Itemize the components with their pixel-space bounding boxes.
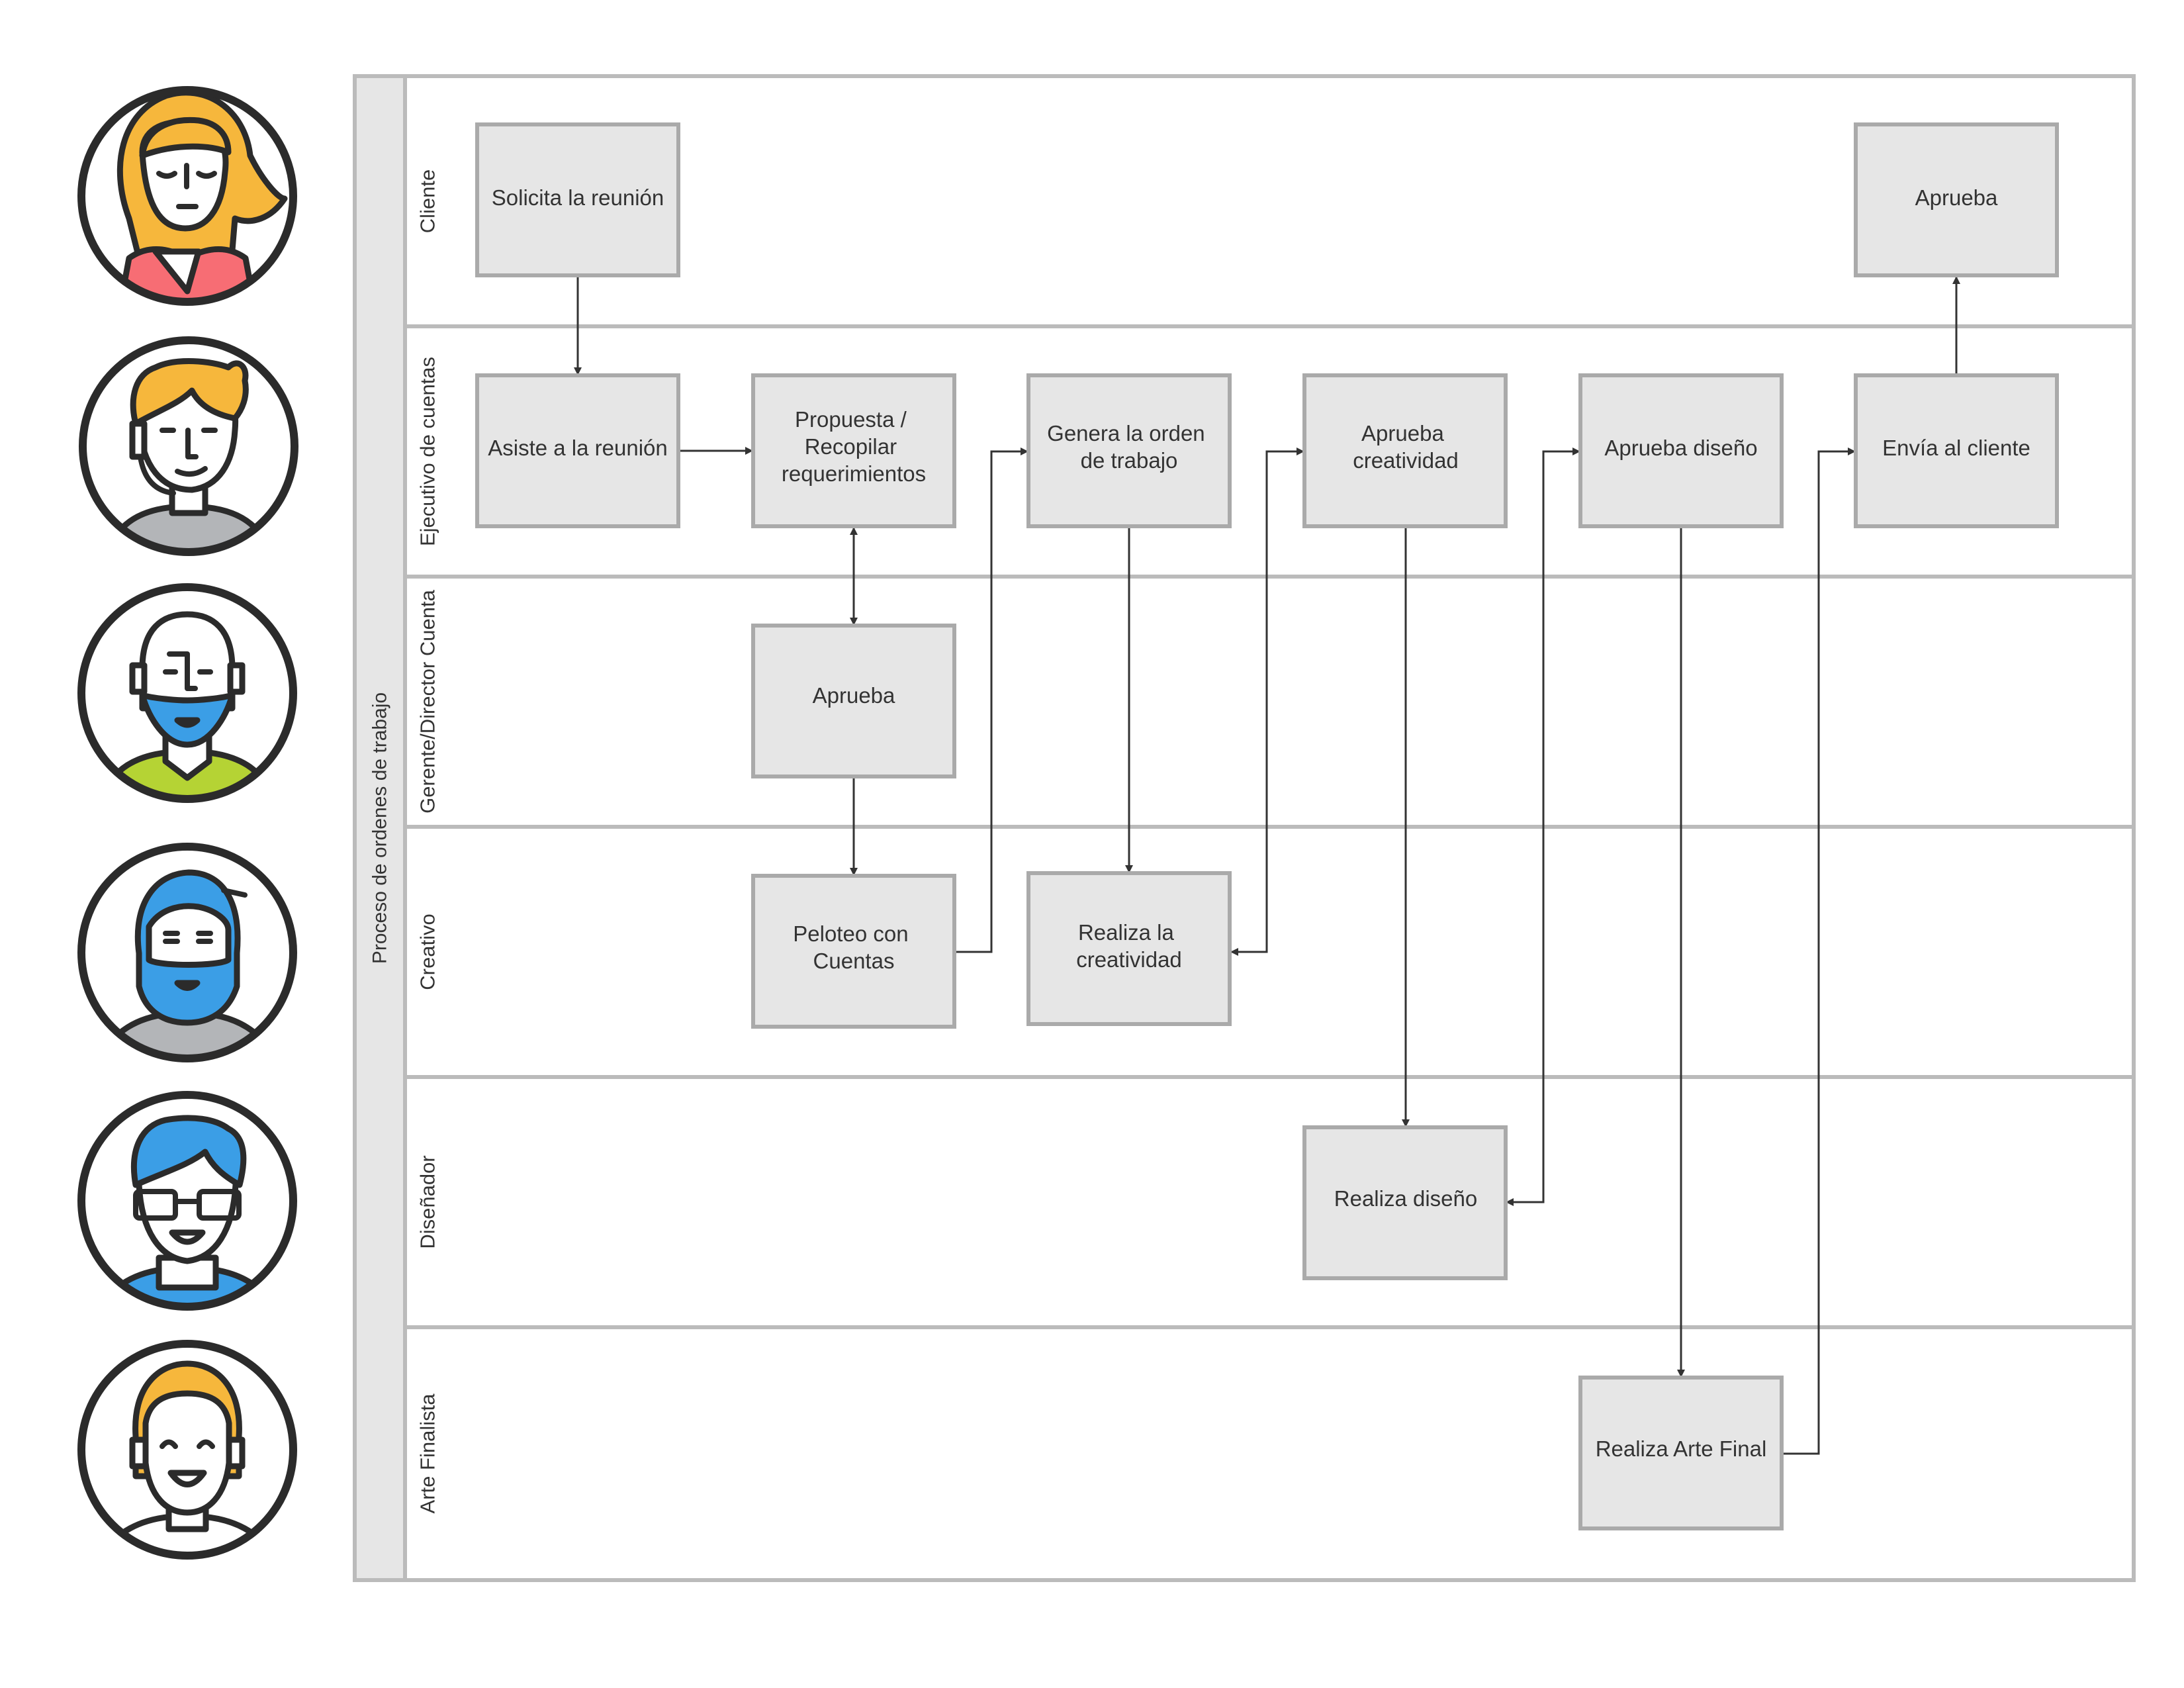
node-propuesta[interactable]: Propuesta / Recopilar requerimientos (751, 373, 956, 528)
node-realiza-creatividad-box (1026, 871, 1232, 1026)
node-realiza-diseno-label: Realiza diseño (1334, 1186, 1477, 1211)
bearded-man-blue-avatar-icon (77, 843, 297, 1062)
node-propuesta-label: Propuesta / Recopilar requerimientos (782, 407, 926, 486)
node-realiza-creatividad-line-2: creatividad (1076, 947, 1182, 972)
node-aprueba-diseno[interactable]: Aprueba diseño (1578, 373, 1784, 528)
connectors (574, 276, 1960, 1455)
node-aprueba-creatividad-label: Aprueba creatividad (1353, 421, 1459, 473)
node-aprueba-cliente-label: Aprueba (1915, 185, 1998, 210)
node-realiza-diseno[interactable]: Realiza diseño (1302, 1125, 1508, 1280)
node-realiza-creatividad-line-1: Realiza la (1078, 920, 1175, 945)
avatars (77, 86, 298, 1560)
node-aprueba-cliente[interactable]: Aprueba (1854, 122, 2059, 277)
node-genera-line-2: de trabajo (1081, 448, 1178, 473)
node-asiste-box (475, 373, 680, 528)
node-realiza-creatividad-label: Realiza la creatividad (1076, 920, 1182, 972)
lane-label-cliente: Cliente (416, 169, 439, 234)
node-asiste-line-1: Asiste a la reunión (488, 436, 668, 460)
lane-arte-band (403, 1325, 2136, 1582)
node-aprueba-gerente-line-1: Aprueba (813, 683, 895, 708)
connector-realiza-diseno-aprueba-diseno (1506, 447, 1580, 1206)
man-glasses-avatar-icon (77, 1091, 297, 1311)
node-envia[interactable]: Envía al cliente (1854, 373, 2059, 528)
node-solicita-box (475, 122, 680, 277)
connector-peloteo-genera (954, 447, 1028, 953)
lane-arte: Arte Finalista (403, 1325, 2136, 1582)
node-genera-line-1: Genera la orden (1047, 421, 1205, 445)
connector-realiza-arte-envia (1782, 447, 1856, 1455)
process-nodes: Solicita la reunión Aprueba Asiste a la … (475, 122, 2059, 1530)
node-realiza-arte[interactable]: Realiza Arte Final (1578, 1376, 1784, 1530)
lane-label-disenador: Diseñador (416, 1155, 439, 1248)
avatar-5-hair (130, 1115, 247, 1188)
lane-label-arte: Arte Finalista (416, 1393, 439, 1514)
lane-label-ejecutivo: Ejecutivo de cuentas (416, 357, 439, 546)
woman-blonde-avatar-icon (77, 86, 297, 306)
node-aprueba-creatividad[interactable]: Aprueba creatividad (1302, 373, 1508, 528)
connector-realiza-creatividad-aprueba-creatividad (1230, 447, 1304, 956)
node-aprueba-creatividad-line-1: Aprueba (1361, 421, 1444, 445)
node-aprueba-gerente[interactable]: Aprueba (751, 624, 956, 778)
node-realiza-arte-label: Realiza Arte Final (1596, 1436, 1767, 1461)
node-propuesta-line-3: requerimientos (782, 461, 926, 486)
node-envia-line-1: Envía al cliente (1882, 436, 2030, 460)
node-asiste[interactable]: Asiste a la reunión (475, 373, 680, 528)
node-aprueba-diseno-line-1: Aprueba diseño (1604, 436, 1757, 460)
node-realiza-diseno-box (1302, 1125, 1508, 1280)
node-genera[interactable]: Genera la orden de trabajo (1026, 373, 1232, 528)
node-aprueba-diseno-box (1578, 373, 1784, 528)
node-propuesta-box (751, 373, 956, 528)
node-aprueba-cliente-box (1854, 122, 2059, 277)
node-aprueba-cliente-line-1: Aprueba (1915, 185, 1998, 210)
node-aprueba-creatividad-box (1302, 373, 1508, 528)
node-genera-box (1026, 373, 1232, 528)
node-peloteo[interactable]: Peloteo con Cuentas (751, 874, 956, 1029)
node-envia-box (1854, 373, 2059, 528)
node-peloteo-label: Peloteo con Cuentas (793, 921, 914, 973)
pool-title-bar (353, 74, 407, 1582)
lane-label-creativo: Creativo (416, 914, 439, 990)
node-realiza-creatividad[interactable]: Realiza la creatividad (1026, 871, 1232, 1026)
node-realiza-arte-box (1578, 1376, 1784, 1530)
node-aprueba-creatividad-line-2: creatividad (1353, 448, 1459, 473)
pool-title: Proceso de ordenes de trabajo (369, 692, 391, 964)
node-realiza-diseno-line-1: Realiza diseño (1334, 1186, 1477, 1211)
lane-label-gerente: Gerente/Director Cuenta (416, 589, 439, 813)
woman-smiling-avatar-icon (77, 1340, 297, 1560)
node-propuesta-line-1: Propuesta / (795, 407, 907, 432)
node-solicita[interactable]: Solicita la reunión (475, 122, 680, 277)
bald-bearded-man-avatar-icon (77, 583, 297, 803)
node-peloteo-line-1: Peloteo con (793, 921, 908, 946)
node-aprueba-gerente-label: Aprueba (813, 683, 895, 708)
node-genera-label: Genera la orden de trabajo (1047, 421, 1211, 473)
man-headset-avatar-icon (79, 336, 298, 556)
node-solicita-label: Solicita la reunión (492, 185, 664, 210)
node-solicita-line-1: Solicita la reunión (492, 185, 664, 210)
node-aprueba-diseno-label: Aprueba diseño (1604, 436, 1757, 460)
node-asiste-label: Asiste a la reunión (488, 436, 668, 460)
node-propuesta-line-2: Recopilar (805, 434, 897, 459)
node-realiza-arte-line-1: Realiza Arte Final (1596, 1436, 1767, 1461)
avatar-2-hair (130, 358, 249, 427)
node-peloteo-box (751, 874, 956, 1029)
node-aprueba-gerente-box (751, 624, 956, 778)
node-envia-label: Envía al cliente (1882, 436, 2030, 460)
node-peloteo-line-2: Cuentas (813, 949, 895, 973)
